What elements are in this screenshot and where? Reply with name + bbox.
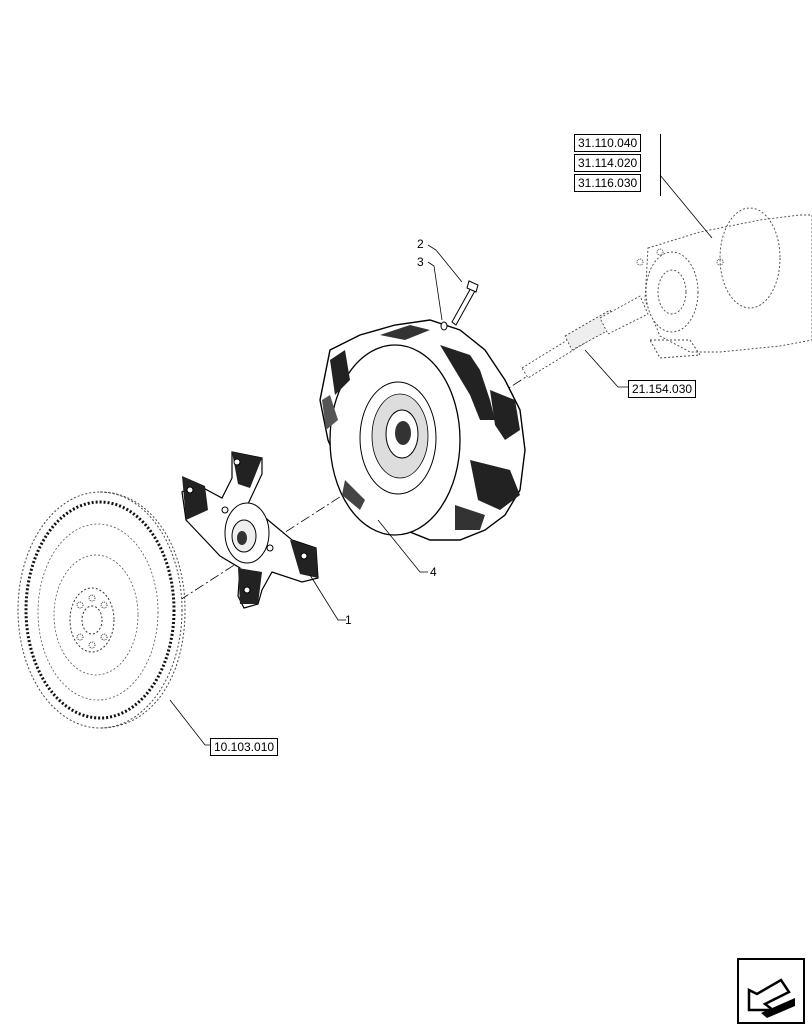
callout-clutch-cover: 4	[430, 565, 437, 579]
transmission-housing	[636, 207, 812, 359]
drawing-canvas	[17, 174, 812, 746]
exploded-diagram: 10.103.010 21.154.030 31.110.040 31.114.…	[17, 134, 812, 1024]
ref-transmission-1[interactable]: 31.110.040	[574, 134, 642, 152]
leader-disc	[309, 574, 346, 621]
flywheel	[17, 491, 186, 729]
callout-bolt: 2	[417, 237, 424, 251]
input-shaft	[521, 295, 649, 379]
clutch-pressure-plate	[319, 319, 526, 541]
ref-transmission-2[interactable]: 31.114.020	[574, 154, 642, 172]
ref-flywheel[interactable]: 10.103.010	[210, 738, 279, 756]
leader-flywheel	[169, 699, 212, 746]
leader-transmission	[659, 174, 713, 239]
leader-cover	[377, 519, 428, 573]
ref-transmission-group: 31.110.040 31.114.020 31.116.030	[574, 134, 661, 196]
ref-input-shaft[interactable]: 21.154.030	[628, 380, 697, 398]
back-arrow-icon[interactable]	[737, 958, 805, 1024]
callout-disc: 1	[345, 613, 352, 627]
leader-lines	[169, 174, 713, 746]
ref-transmission-3[interactable]: 31.116.030	[574, 174, 642, 192]
clutch-disc	[181, 451, 319, 609]
leader-bolt	[427, 244, 463, 283]
leader-shaft	[584, 349, 628, 388]
leader-washer	[427, 261, 443, 321]
callout-washer: 3	[417, 255, 424, 269]
bolt-and-washer	[440, 280, 479, 331]
